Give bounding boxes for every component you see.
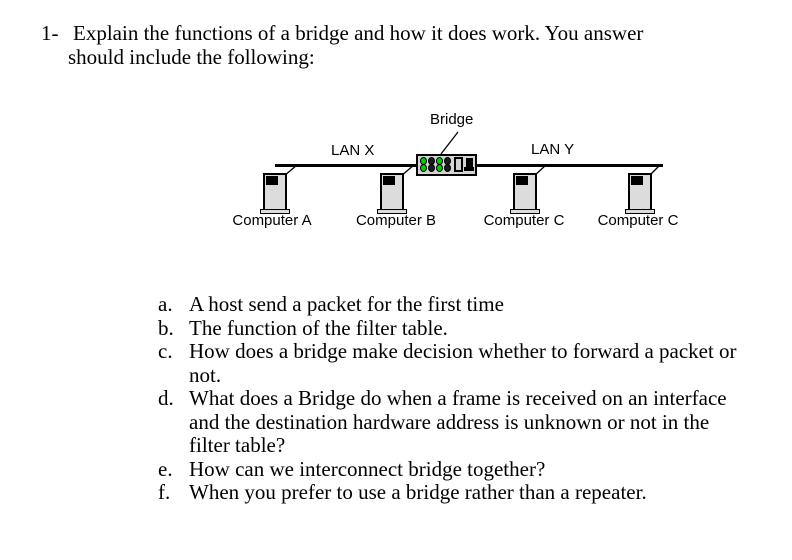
list-item-text: The function of the filter table. bbox=[189, 315, 448, 340]
computer-tower-icon bbox=[260, 173, 290, 214]
question-list: a. A host send a packet for the first ti… bbox=[158, 292, 758, 505]
computer-tower-icon bbox=[377, 173, 407, 214]
bridge-device-icon bbox=[416, 154, 477, 176]
list-item: e. How can we interconnect bridge togeth… bbox=[158, 456, 758, 482]
computer-tower-icon bbox=[510, 173, 540, 214]
computer-screen bbox=[631, 176, 643, 185]
list-item: b. The function of the filter table. bbox=[158, 315, 758, 341]
list-item-letter: a. bbox=[158, 292, 173, 316]
bridge-leader-line bbox=[440, 131, 459, 155]
computer-label: Computer A bbox=[232, 212, 312, 229]
computer-screen bbox=[383, 176, 395, 185]
led-icon bbox=[420, 157, 427, 173]
uplink-glyph-icon bbox=[466, 158, 473, 167]
bridge-label: Bridge bbox=[430, 111, 474, 128]
list-item-letter: b. bbox=[158, 315, 174, 340]
list-item-letter: e. bbox=[158, 456, 173, 481]
question-text: Explain the functions of a bridge and ho… bbox=[68, 21, 644, 69]
list-item: d. What does a Bridge do when a frame is… bbox=[158, 386, 758, 458]
list-item-letter: f. bbox=[158, 480, 171, 504]
uplink-glyph-icon bbox=[464, 167, 474, 171]
question-number: 1- bbox=[41, 21, 59, 45]
list-item-text: What does a Bridge do when a frame is re… bbox=[189, 386, 727, 457]
computer-base bbox=[377, 209, 407, 214]
list-item-text: When you prefer to use a bridge rather t… bbox=[189, 480, 647, 504]
list-item-text: How does a bridge make decision whether … bbox=[189, 339, 737, 387]
computer-label: Computer C bbox=[597, 212, 679, 229]
list-item: a. A host send a packet for the first ti… bbox=[158, 292, 758, 317]
led-icon bbox=[444, 157, 451, 173]
led-icon bbox=[428, 157, 435, 173]
lan-x-label: LAN X bbox=[331, 142, 375, 159]
computer-label: Computer B bbox=[355, 212, 437, 229]
list-item-text: A host send a packet for the first time bbox=[189, 292, 504, 316]
led-icon bbox=[436, 157, 443, 173]
list-item: f. When you prefer to use a bridge rathe… bbox=[158, 480, 758, 505]
computer-base bbox=[260, 209, 290, 214]
computer-screen bbox=[266, 176, 278, 185]
list-item-letter: c. bbox=[158, 339, 173, 363]
list-item: c. How does a bridge make decision wheth… bbox=[158, 339, 758, 387]
list-item-letter: d. bbox=[158, 386, 174, 410]
computer-base bbox=[510, 209, 540, 214]
computer-screen bbox=[516, 176, 528, 185]
lan-y-label: LAN Y bbox=[531, 141, 575, 158]
port-icon bbox=[454, 157, 463, 172]
list-item-text: How can we interconnect bridge together? bbox=[189, 456, 546, 481]
computer-label: Computer C bbox=[483, 212, 565, 229]
computer-tower-icon bbox=[625, 173, 655, 214]
computer-base bbox=[625, 209, 655, 214]
